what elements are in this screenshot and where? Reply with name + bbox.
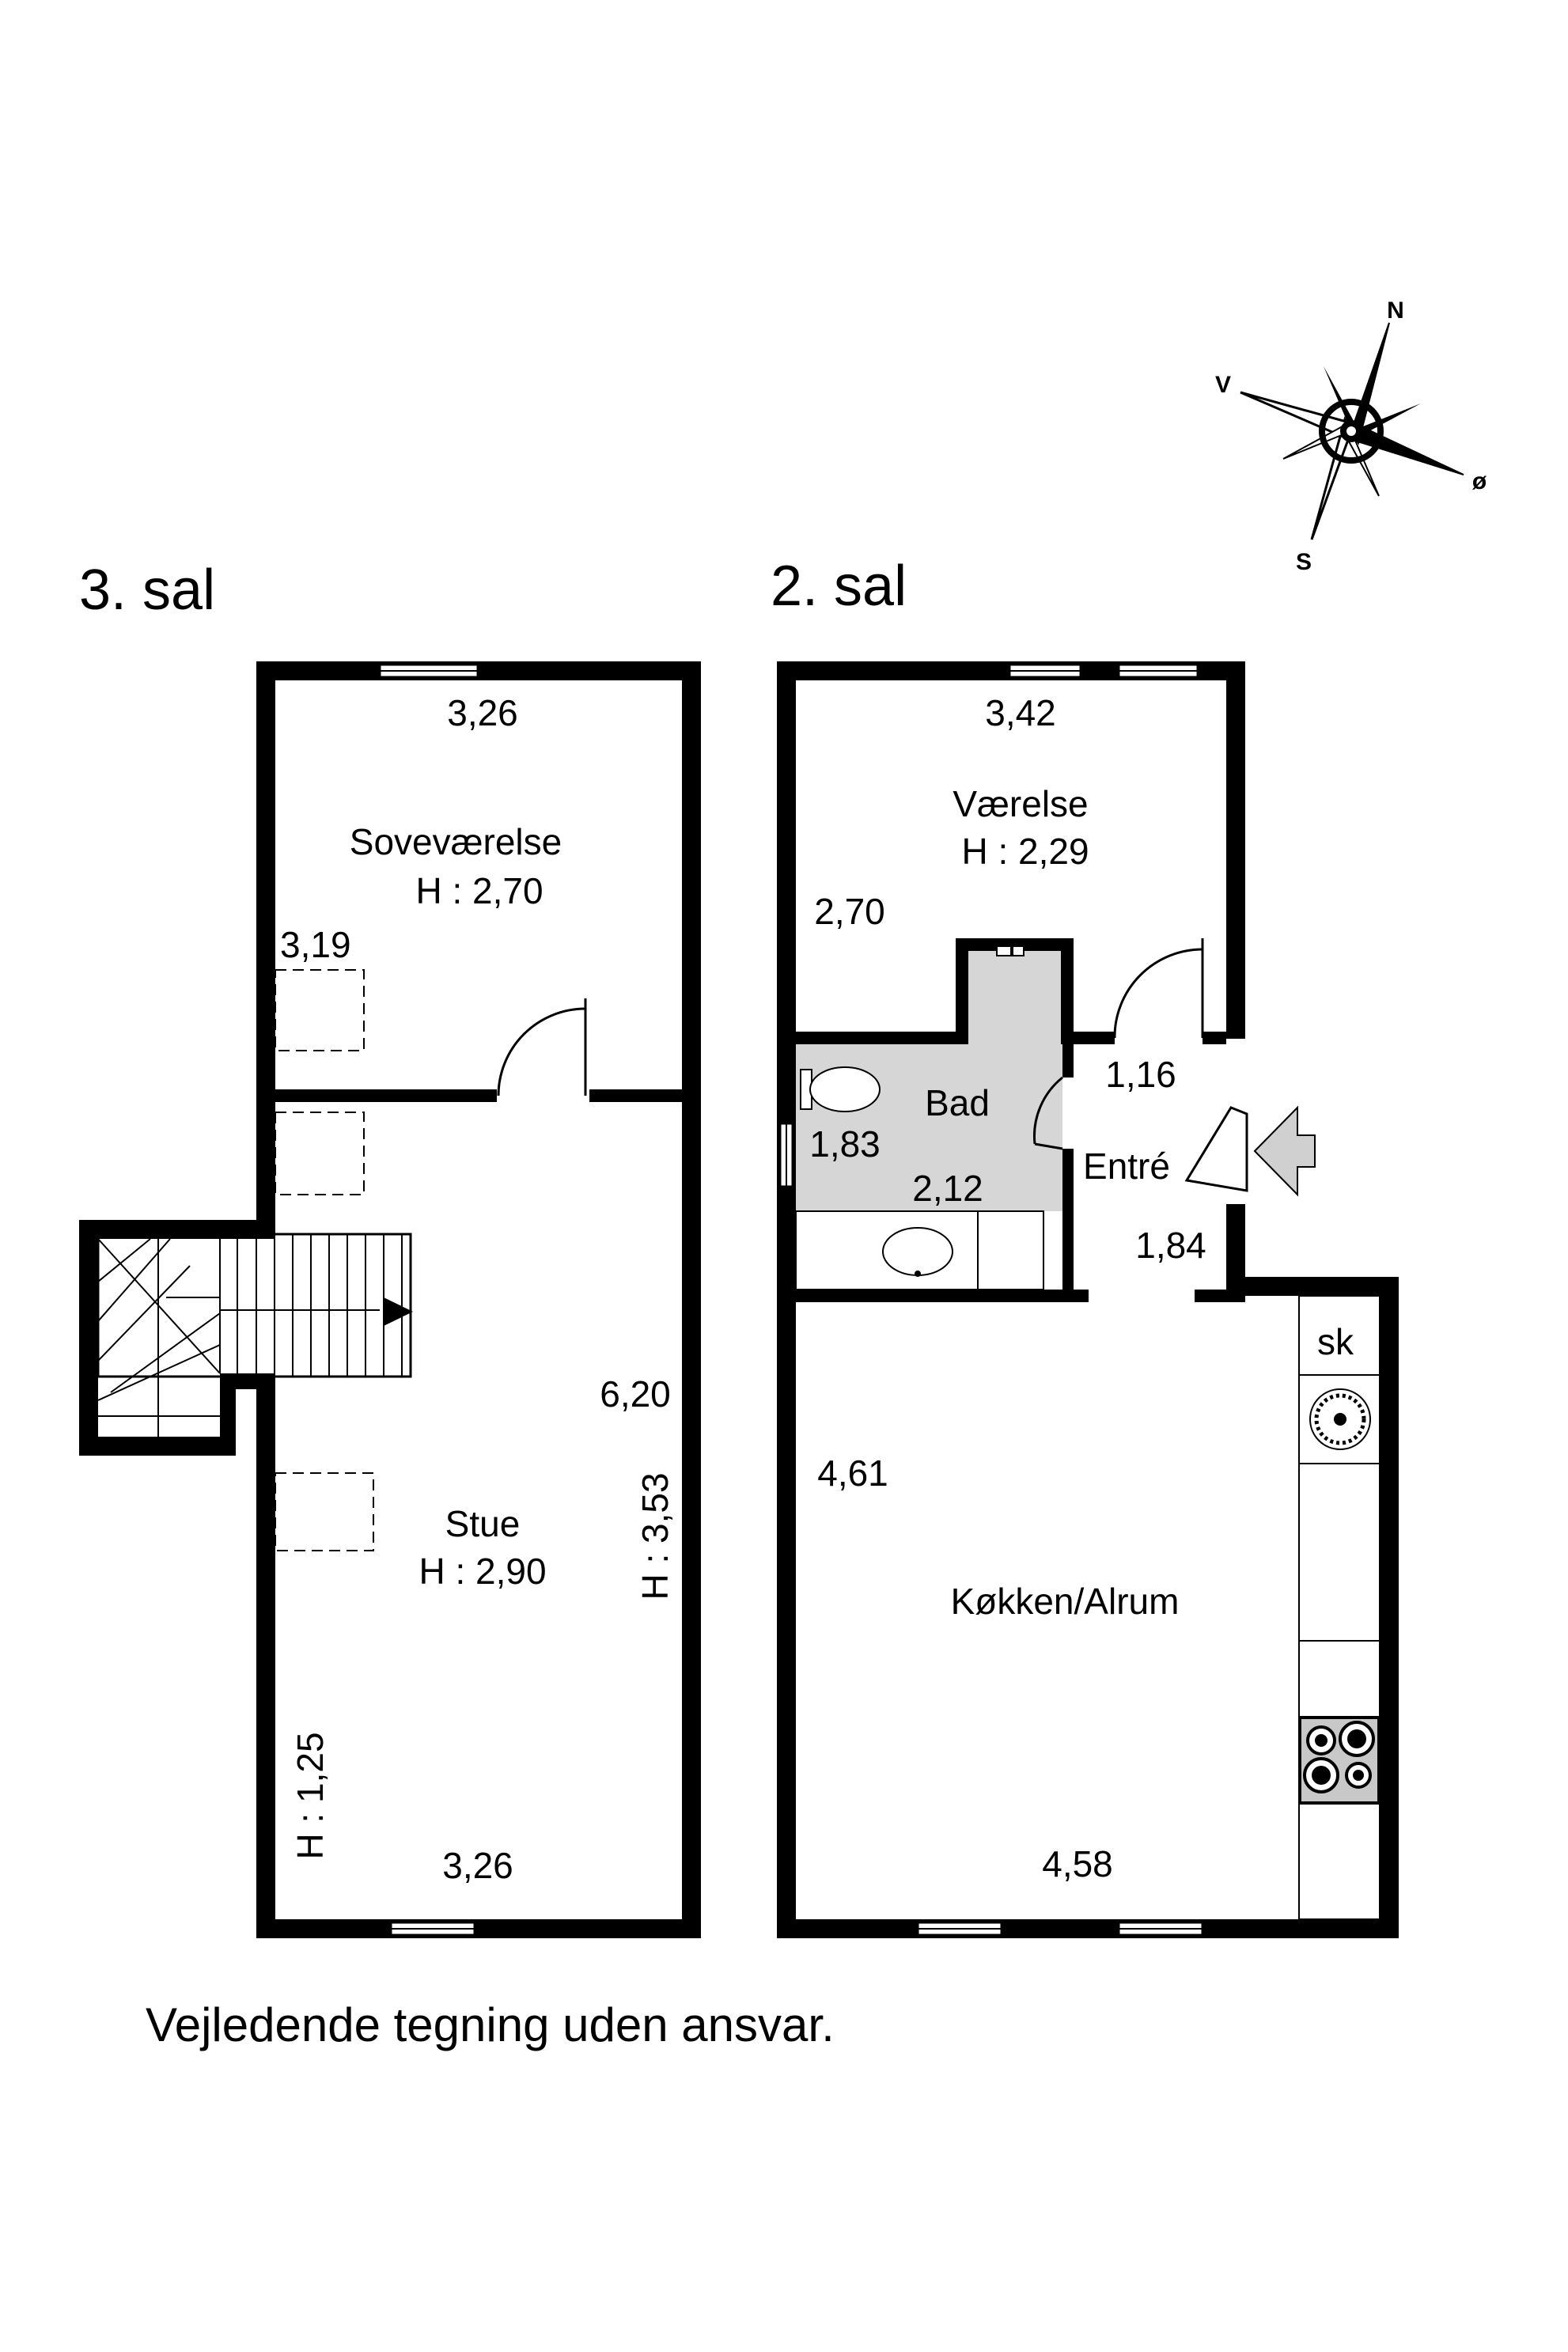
wall xyxy=(220,1373,236,1456)
wall xyxy=(79,1220,275,1239)
wall xyxy=(79,1437,236,1456)
bedroom-width-top: 3,26 xyxy=(447,692,518,733)
compass-label-w: V xyxy=(1215,372,1231,398)
wall xyxy=(1226,1277,1399,1296)
wall xyxy=(256,1089,497,1102)
floor-plan-2: 3,42 Værelse H : 2,29 2,70 Bad 1,83 2,12… xyxy=(777,661,1399,1938)
wall xyxy=(1061,1032,1115,1044)
room-width-top: 3,42 xyxy=(985,692,1056,733)
wall xyxy=(1062,1149,1074,1301)
staircase-icon xyxy=(97,1233,412,1437)
living-height-left: H : 1,25 xyxy=(290,1732,331,1859)
stair-arrow-icon xyxy=(384,1297,413,1326)
wall xyxy=(79,1220,98,1456)
skylight-icon xyxy=(275,969,365,1051)
wall xyxy=(256,1373,275,1938)
wall xyxy=(796,1032,968,1044)
skylight-icon xyxy=(275,1472,374,1551)
bedroom-depth-left: 3,19 xyxy=(280,924,351,965)
wall xyxy=(777,661,796,1938)
faucet-icon xyxy=(996,945,1025,956)
sink-icon xyxy=(1309,1388,1371,1450)
living-name: Stue xyxy=(445,1503,521,1544)
compass-diag-3 xyxy=(1324,366,1358,431)
compass-label-e: ø xyxy=(1472,468,1487,494)
bath-width: 2,12 xyxy=(912,1168,983,1209)
wall xyxy=(1061,938,1074,1041)
wall xyxy=(956,938,968,1041)
stove-icon xyxy=(1300,1718,1379,1803)
skylight-icon xyxy=(275,1112,365,1195)
entry-door-icon xyxy=(1184,1037,1248,1204)
door-icon xyxy=(1033,1076,1063,1150)
entry-name: Entré xyxy=(1083,1146,1170,1187)
room-name: Værelse xyxy=(953,783,1088,824)
wall xyxy=(256,1919,701,1938)
room-depth-left: 2,70 xyxy=(814,891,885,932)
kitchen-name: Køkken/Alrum xyxy=(951,1581,1180,1622)
bedroom-height: H : 2,70 xyxy=(415,870,543,911)
wall xyxy=(956,938,1074,951)
wall xyxy=(256,661,275,1237)
wall xyxy=(1226,661,1245,1038)
wall xyxy=(1062,1044,1074,1078)
bath-depth: 1,83 xyxy=(809,1123,881,1165)
entrance-arrow-icon xyxy=(1253,1105,1316,1197)
door-icon xyxy=(497,998,587,1096)
floor-title-3: 3. sal xyxy=(79,559,215,622)
wall xyxy=(682,661,701,1938)
bedroom-name: Soveværelse xyxy=(350,821,562,862)
wall xyxy=(589,1089,701,1102)
compass-icon: N S ø V xyxy=(1215,297,1487,575)
compass-label-n: N xyxy=(1387,297,1404,324)
living-width-bottom: 3,26 xyxy=(442,1845,513,1886)
wall xyxy=(796,1290,1089,1302)
floor-plan-3: 3,26 Soveværelse H : 2,70 3,19 Stue H : … xyxy=(79,661,701,1938)
door-icon xyxy=(1113,938,1204,1039)
living-height-right: H : 3,53 xyxy=(634,1472,676,1600)
compass-diag-1 xyxy=(1351,403,1421,439)
room-height: H : 2,29 xyxy=(961,831,1089,872)
bath-name: Bad xyxy=(925,1082,990,1123)
toilet-icon xyxy=(800,1066,881,1112)
bath-floor xyxy=(796,945,1062,1211)
entry-depth: 1,84 xyxy=(1135,1225,1206,1266)
kitchen-width-bottom: 4,58 xyxy=(1042,1843,1113,1884)
compass-label-s: S xyxy=(1296,549,1312,575)
kitchen-cabinet-label: sk xyxy=(1317,1321,1354,1362)
wall xyxy=(1380,1277,1399,1938)
entry-width: 1,16 xyxy=(1105,1054,1176,1095)
disclaimer-text: Vejledende tegning uden ansvar. xyxy=(146,1998,835,2051)
wall xyxy=(777,1919,1399,1938)
wall xyxy=(1195,1290,1245,1302)
floor-title-2: 2. sal xyxy=(771,555,907,618)
living-depth-right: 6,20 xyxy=(600,1373,671,1415)
living-height: H : 2,90 xyxy=(419,1551,546,1592)
sink-icon xyxy=(795,1210,1044,1290)
kitchen-depth-left: 4,61 xyxy=(817,1452,888,1494)
